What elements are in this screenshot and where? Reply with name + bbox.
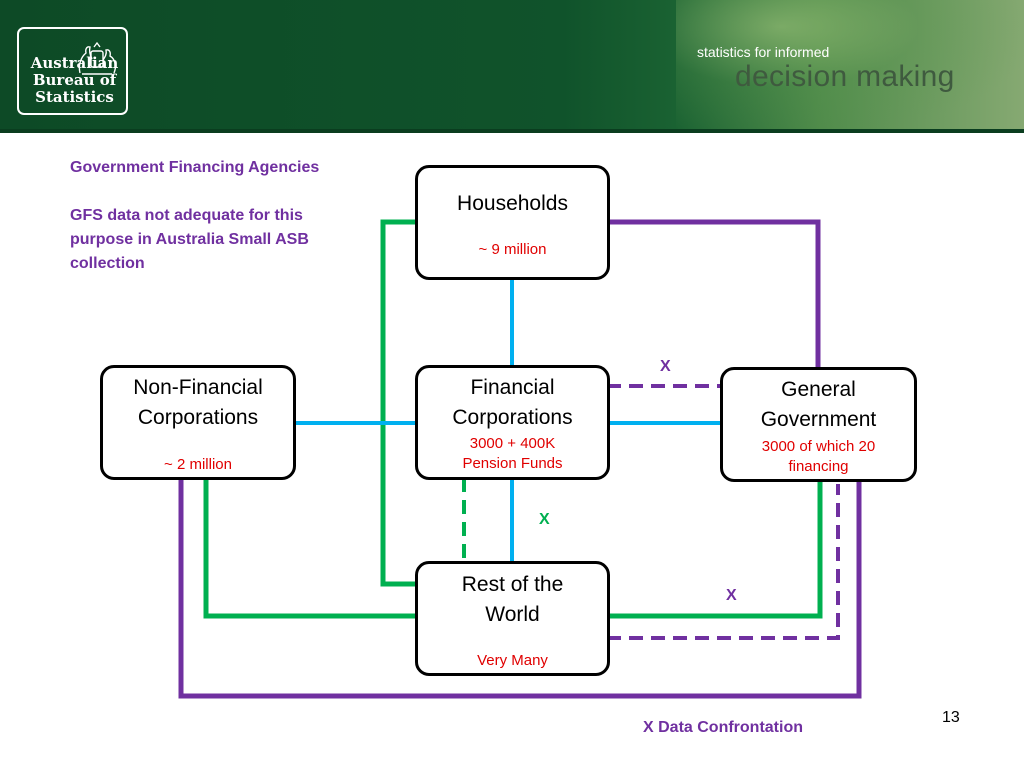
node-financial-detail-line-2: Pension Funds — [462, 455, 563, 472]
note-title: Government Financing Agencies — [70, 159, 320, 176]
node-financial-title-line-1: Financial — [470, 376, 555, 399]
node-general-government: General Government 3000 of which 20 fina… — [720, 367, 917, 482]
node-government-title-line-1: General — [781, 378, 856, 401]
confrontation-mark-row-government: X — [726, 587, 737, 604]
logo-line-1: Australian — [30, 54, 119, 72]
node-non-financial-corporations: Non-Financial Corporations ~ 2 million — [100, 365, 296, 480]
node-households-title: Households — [457, 192, 568, 215]
node-rest-of-the-world: Rest of the World Very Many — [415, 561, 610, 676]
node-households-detail: ~ 9 million — [478, 241, 547, 258]
banner-glow — [676, 0, 1024, 133]
node-government-detail-line-1: 3000 of which 20 — [761, 438, 876, 455]
node-row-detail: Very Many — [477, 652, 548, 669]
note-line-1: GFS data not adequate for this — [70, 207, 303, 224]
node-financial-detail-line-1: 3000 + 400K — [469, 435, 556, 452]
logo-line-3: Statistics — [35, 88, 114, 106]
node-financial-corporations: Financial Corporations 3000 + 400K Pensi… — [415, 365, 610, 480]
node-government-title-line-2: Government — [760, 408, 877, 431]
link-row-government-dashed — [607, 484, 840, 640]
node-row-title-line-2: World — [485, 603, 540, 626]
link-households-row — [380, 219, 418, 587]
node-financial-title-line-2: Corporations — [452, 406, 573, 429]
coat-of-arms-icon — [78, 41, 117, 75]
page-number: 13 — [942, 709, 960, 726]
header-banner: Australian Bureau of Statistics statisti… — [0, 0, 1024, 133]
confrontation-mark-financial-government: X — [660, 358, 671, 375]
node-nonfinancial-title-line-2: Corporations — [137, 406, 259, 429]
link-households-government — [607, 219, 821, 368]
link-nonfinancial-government — [178, 478, 862, 699]
confrontation-mark-financial-row: X — [539, 511, 550, 528]
link-nonfinancial-row — [203, 478, 418, 619]
banner-bottom-strip — [0, 129, 1024, 133]
node-government-detail-line-2: financing — [788, 458, 849, 475]
logo-line-2: Bureau of — [32, 71, 117, 89]
link-row-government — [607, 480, 823, 619]
legend-data-confrontation: X Data Confrontation — [643, 719, 803, 736]
note-line-2: purpose in Australia Small ASB — [70, 231, 309, 248]
node-nonfinancial-detail: ~ 2 million — [164, 456, 232, 473]
node-row-title-line-1: Rest of the — [461, 573, 564, 596]
abs-logo: Australian Bureau of Statistics — [17, 27, 128, 115]
node-households: Households ~ 9 million — [415, 165, 610, 280]
node-nonfinancial-title-line-1: Non-Financial — [133, 376, 263, 399]
note-line-3: collection — [70, 255, 145, 272]
tagline-large: decision making — [735, 60, 955, 93]
tagline-small: statistics for informed — [697, 44, 830, 60]
